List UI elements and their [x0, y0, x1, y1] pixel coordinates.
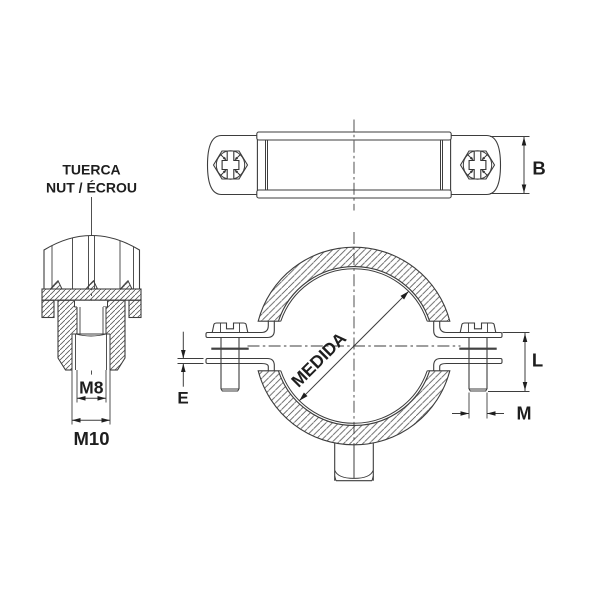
svg-text:M10: M10 [74, 428, 110, 449]
svg-text:M8: M8 [79, 378, 104, 398]
svg-text:E: E [177, 389, 188, 408]
svg-text:M: M [517, 404, 532, 424]
svg-text:L: L [532, 350, 543, 371]
svg-text:TUERCA: TUERCA [62, 161, 120, 177]
svg-text:B: B [532, 158, 545, 179]
svg-text:NUT / ÉCROU: NUT / ÉCROU [46, 179, 137, 195]
